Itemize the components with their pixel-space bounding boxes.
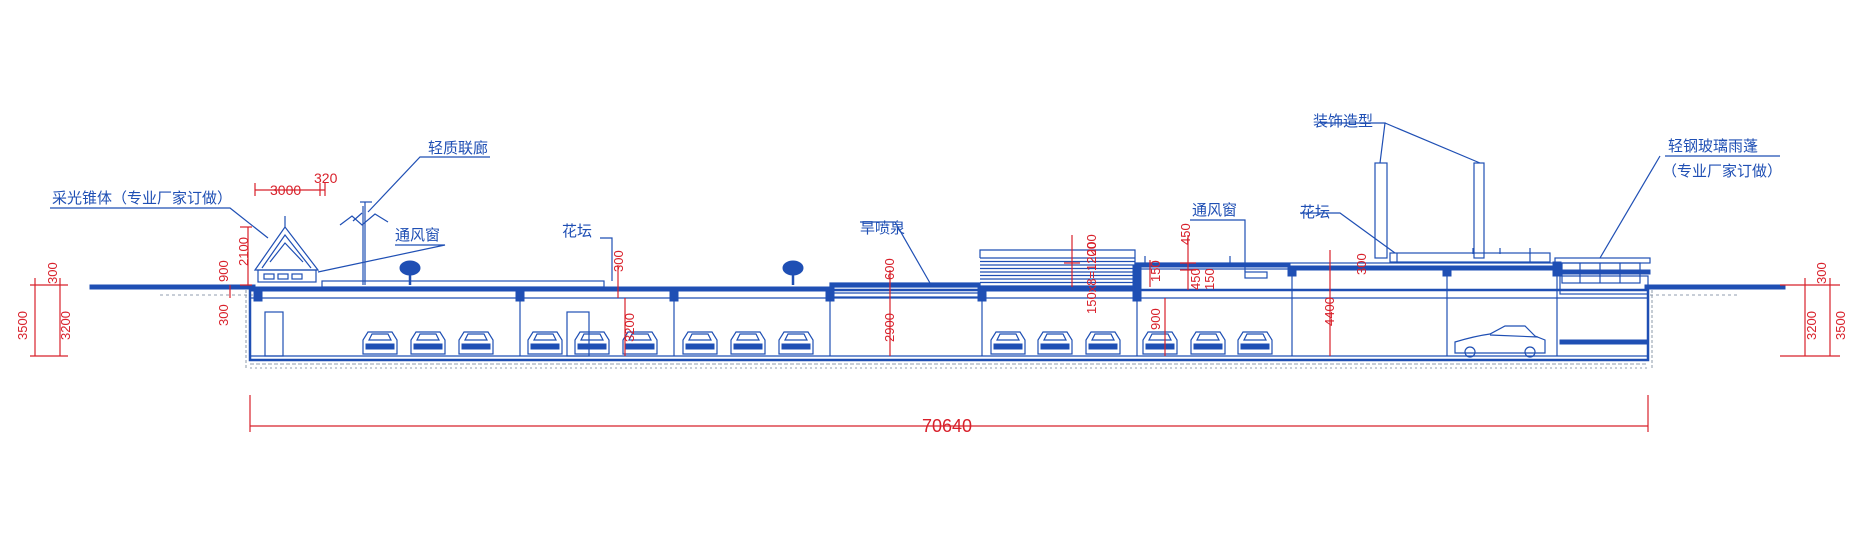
basement-structure — [245, 288, 1653, 369]
parked-cars — [362, 331, 1273, 355]
parked-car — [458, 331, 494, 355]
label-corridor: 轻质联廊 — [428, 139, 488, 157]
dimension-lines — [30, 183, 1840, 432]
dim-450: 450 — [1178, 223, 1193, 245]
ramp-slab — [1559, 339, 1649, 345]
side-car — [1454, 325, 1546, 358]
ramp-box — [1559, 275, 1649, 295]
corridor-mast — [339, 201, 389, 285]
dim-900: 900 — [216, 260, 231, 282]
dim-300-right-planter: 300 — [1354, 253, 1369, 275]
dim-top-320: 320 — [314, 170, 338, 186]
parked-car — [1190, 331, 1226, 355]
dim-2100: 2100 — [236, 237, 251, 266]
structural-columns — [253, 261, 1562, 356]
dim-600: 600 — [882, 258, 897, 280]
leader-lines — [50, 122, 1780, 284]
dim-overall: 70640 — [922, 416, 972, 436]
parked-car — [1037, 331, 1073, 355]
dim-3500-right: 3500 — [1833, 311, 1848, 340]
parked-car — [527, 331, 563, 355]
stair-enclosure — [979, 249, 1136, 290]
dim-2900: 2900 — [882, 313, 897, 342]
dim-150-a: 150 — [1148, 260, 1163, 282]
label-canopy-line2: （专业厂家订做） — [1662, 162, 1782, 180]
dim-150x8: 150x8=1200 — [1084, 242, 1099, 314]
label-vent-left: 通风窗 — [395, 226, 440, 244]
label-fountain: 旱喷泉 — [860, 219, 905, 237]
parked-car — [1085, 331, 1121, 355]
tree-left — [399, 260, 421, 285]
dim-3200-mid: 3200 — [622, 313, 637, 342]
pavilion-right — [1134, 252, 1651, 284]
label-vent-right: 通风窗 — [1192, 201, 1237, 219]
parked-car — [730, 331, 766, 355]
parked-car — [682, 331, 718, 355]
decoration-towers — [1374, 162, 1531, 259]
parked-car — [1142, 331, 1178, 355]
dim-3200-left: 3200 — [58, 311, 73, 340]
entry-door — [264, 311, 284, 357]
dim-200: 200 — [1084, 234, 1099, 256]
parked-car — [410, 331, 446, 355]
label-canopy-line1: 轻钢玻璃雨蓬 — [1668, 137, 1758, 155]
parked-car — [574, 331, 610, 355]
label-planter-left: 花坛 — [562, 222, 592, 240]
stepped-stairs — [979, 249, 1136, 290]
dim-3200-right: 3200 — [1804, 311, 1819, 340]
parked-car — [990, 331, 1026, 355]
skylight-pyramid — [253, 216, 320, 283]
dim-4400: 4400 — [1322, 297, 1337, 326]
parked-car — [622, 331, 658, 355]
dim-300-left: 300 — [45, 262, 60, 284]
label-planter-right: 花坛 — [1300, 203, 1330, 221]
planter-left — [321, 280, 605, 288]
dim-300-planter: 300 — [611, 250, 626, 272]
dim-900-b: 900 — [1148, 308, 1163, 330]
dim-450-b: 450 — [1188, 268, 1203, 290]
dim-300-ceiling-left: 300 — [216, 304, 231, 326]
dim-top-3000: 3000 — [270, 182, 301, 198]
dim-150-b: 150 — [1202, 268, 1217, 290]
fountain-basin — [829, 282, 981, 298]
parked-car — [1237, 331, 1273, 355]
label-decoration: 装饰造型 — [1313, 112, 1373, 130]
tree-right — [782, 260, 804, 285]
parked-car — [362, 331, 398, 355]
label-skylight: 采光锥体（专业厂家订做） — [52, 189, 232, 207]
parked-car — [778, 331, 814, 355]
dim-3500-left: 3500 — [15, 311, 30, 340]
dim-300-right: 300 — [1814, 262, 1829, 284]
